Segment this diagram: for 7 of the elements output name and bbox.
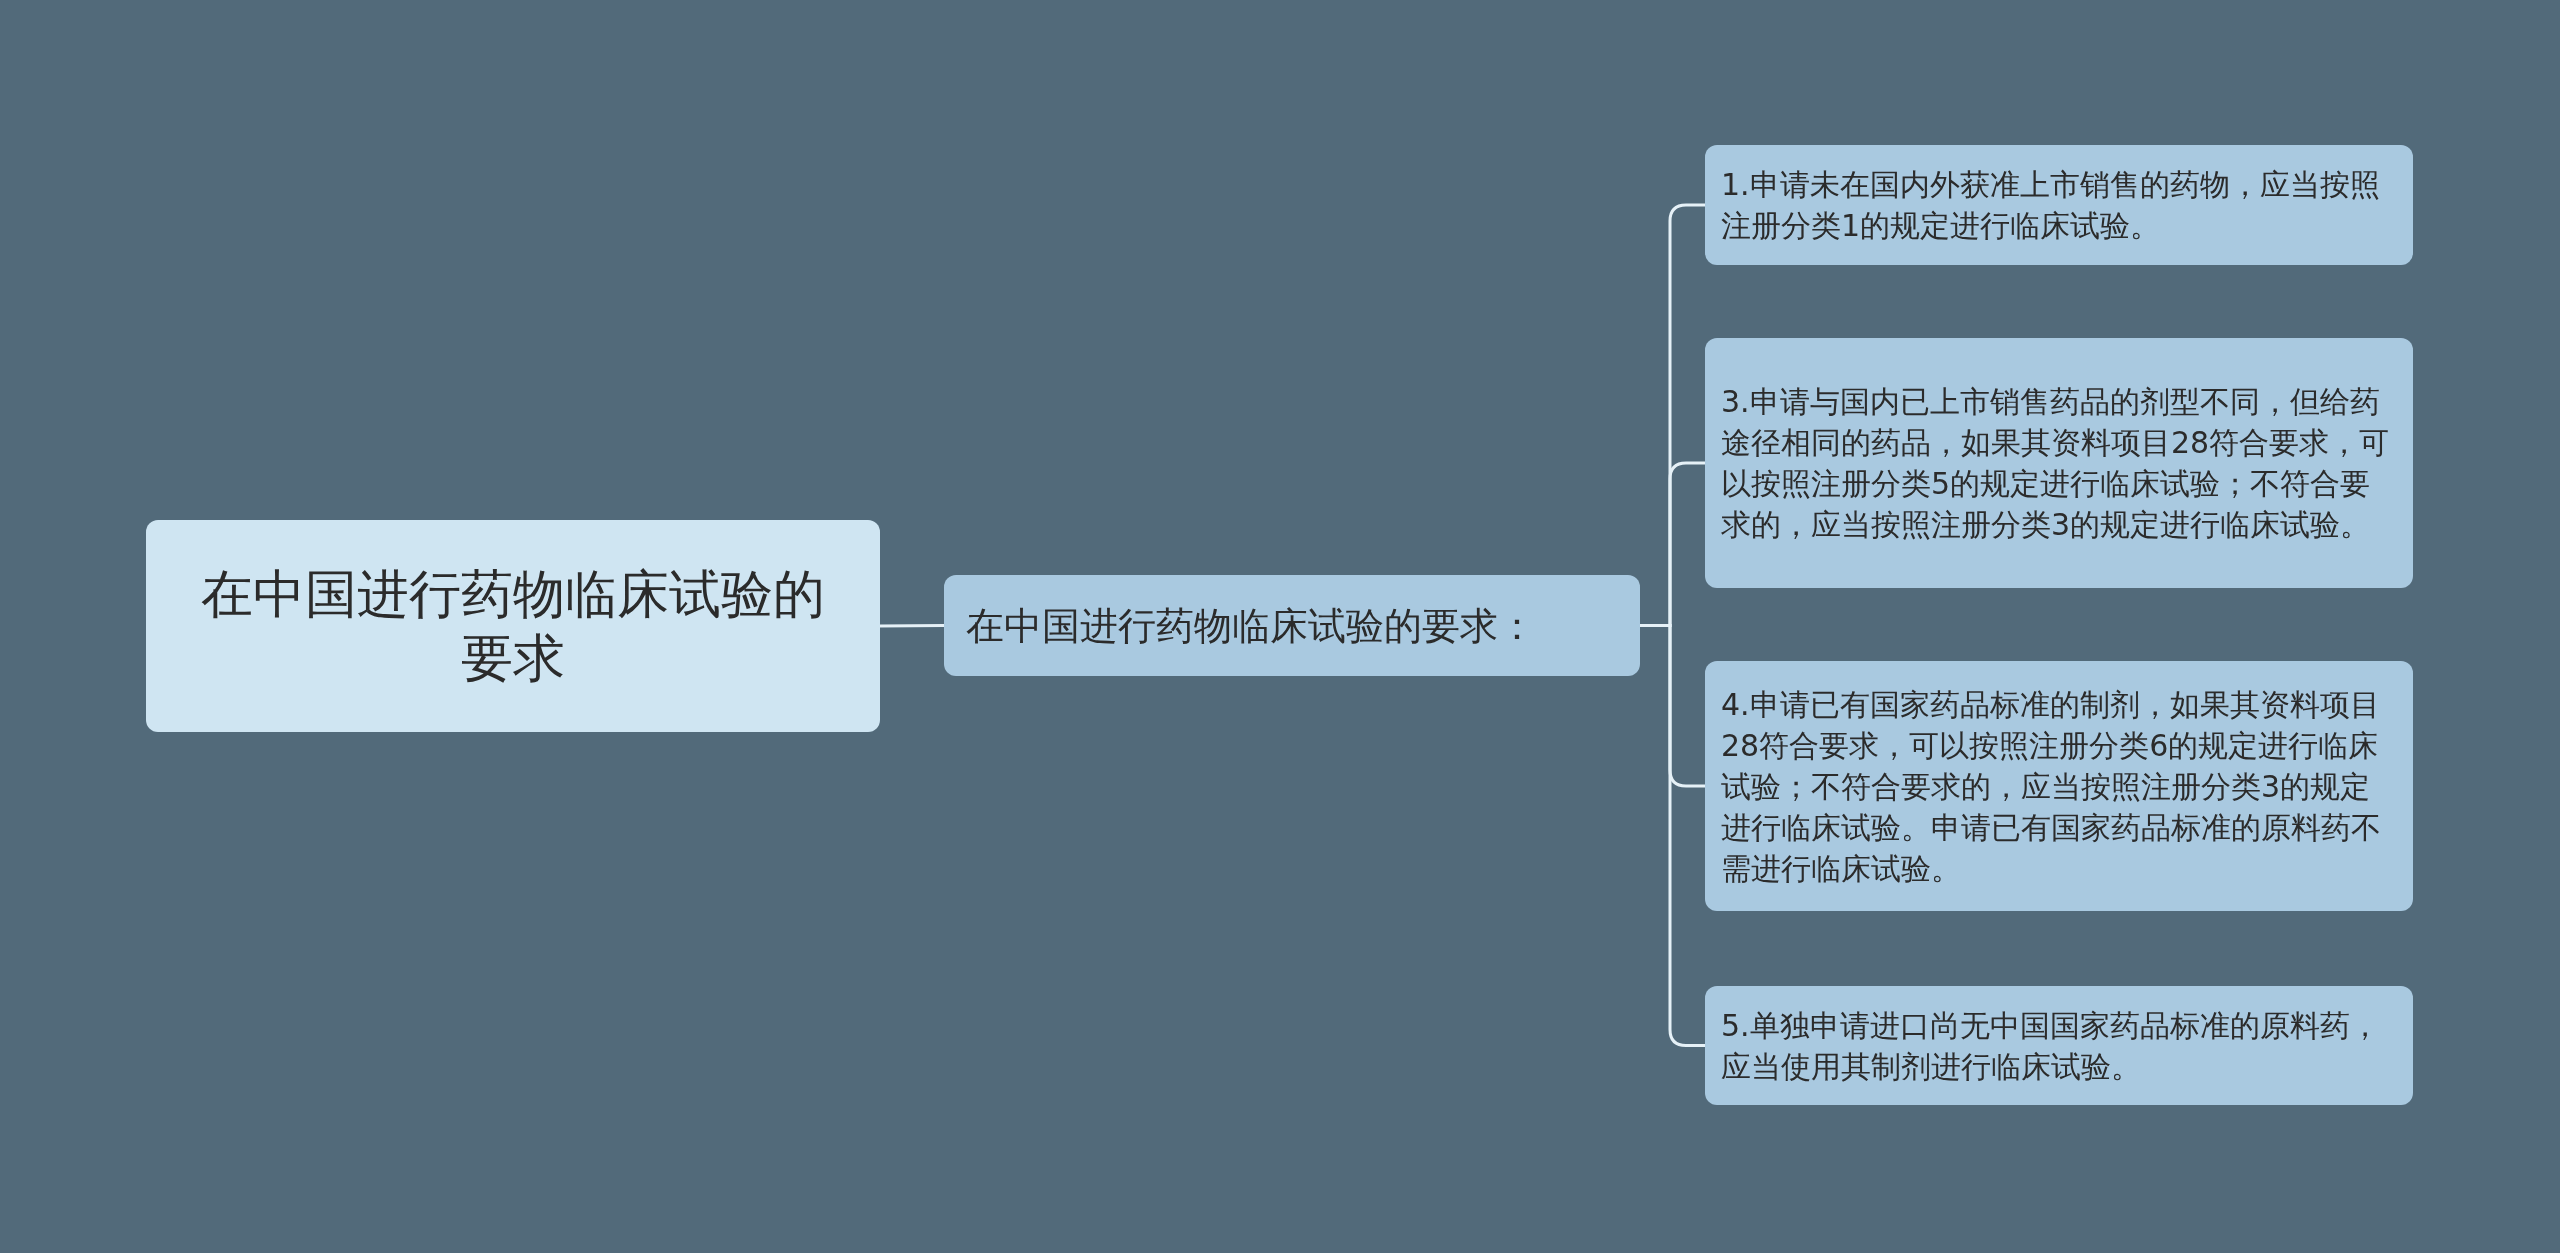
subtopic-box: 5.单独申请进口尚无中国国家药品标准的原料药，应当使用其制剂进行临床试验。 [1705, 986, 2413, 1105]
subtopic-box: 1.申请未在国内外获准上市销售的药物，应当按照注册分类1的规定进行临床试验。 [1705, 145, 2413, 265]
connector-line [880, 624, 944, 628]
root-topic-box: 在中国进行药物临床试验的要求 [146, 520, 880, 732]
subtopic-box: 3.申请与国内已上市销售药品的剂型不同，但给药途径相同的药品，如果其资料项目28符合要求，可以按照注册分类5的规定进行临床试验；不符合要求的，应当按照注册分类3的规定进行临床试验。 [1705, 338, 2413, 588]
topic-box: 在中国进行药物临床试验的要求： [944, 575, 1640, 676]
subtopic-box: 4.申请已有国家药品标准的制剂，如果其资料项目28符合要求，可以按照注册分类6的规定进行临床试验；不符合要求的，应当按照注册分类3的规定进行临床试验。申请已有国家药品标准的原料药不需进行临床试验。 [1705, 661, 2413, 911]
